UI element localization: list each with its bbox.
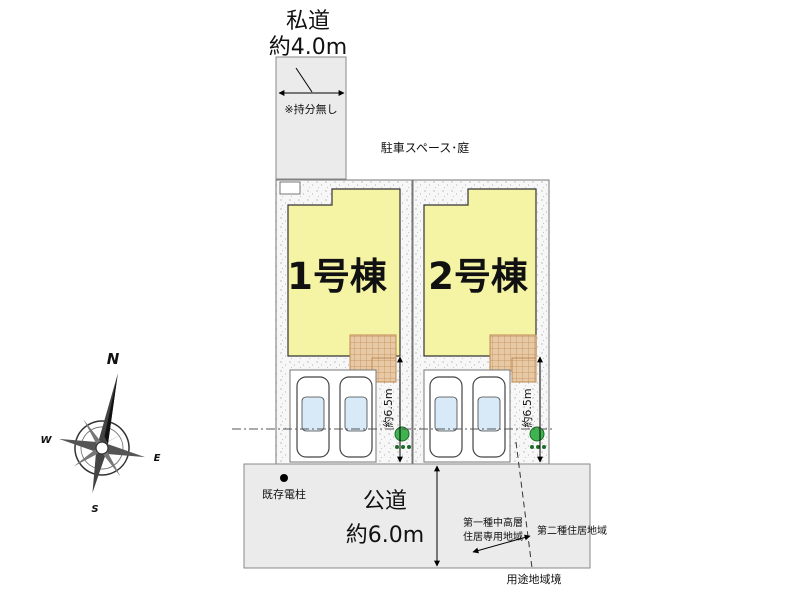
parking-garden-label: 駐車スペース･庭	[381, 140, 470, 155]
compass-s: S	[91, 504, 98, 515]
car-1a	[296, 376, 330, 458]
building-1-label: 1号棟	[287, 255, 388, 298]
private-road-width: 約4.0m	[269, 35, 347, 60]
existing-pole-label: 既存電柱	[262, 487, 306, 501]
depth-dim-1: 約6.5m	[381, 388, 395, 427]
deck-2-step	[511, 357, 537, 383]
compass-w: W	[40, 435, 52, 446]
building-1	[287, 188, 401, 357]
existing-pole-marker	[280, 474, 288, 482]
private-road-title: 私道	[286, 9, 330, 34]
zone-boundary-label: 用途地域境	[507, 572, 562, 586]
compass-n: N	[107, 350, 120, 368]
private-road	[275, 56, 347, 180]
building-2-label: 2号棟	[428, 255, 529, 298]
depth-dim-2: 約6.5m	[520, 388, 534, 427]
car-1b	[339, 376, 373, 458]
public-road-title: 公道	[363, 489, 407, 514]
compass-e: E	[154, 453, 161, 464]
private-road-note: ※持分無し	[284, 102, 337, 116]
meter-box	[279, 181, 301, 195]
public-road	[243, 463, 591, 569]
zone-arrow	[472, 534, 531, 554]
zone-right: 第二種住居地域	[537, 524, 607, 537]
public-road-width: 約6.0m	[346, 523, 424, 548]
car-2a	[429, 376, 463, 458]
car-2b	[472, 376, 506, 458]
private-road-leader	[295, 67, 313, 93]
compass-rose	[58, 373, 146, 493]
zone-left-line1: 第一種中高層	[463, 516, 523, 529]
zone-left-line2: 住居専用地域	[463, 530, 523, 543]
building-2	[423, 188, 537, 357]
